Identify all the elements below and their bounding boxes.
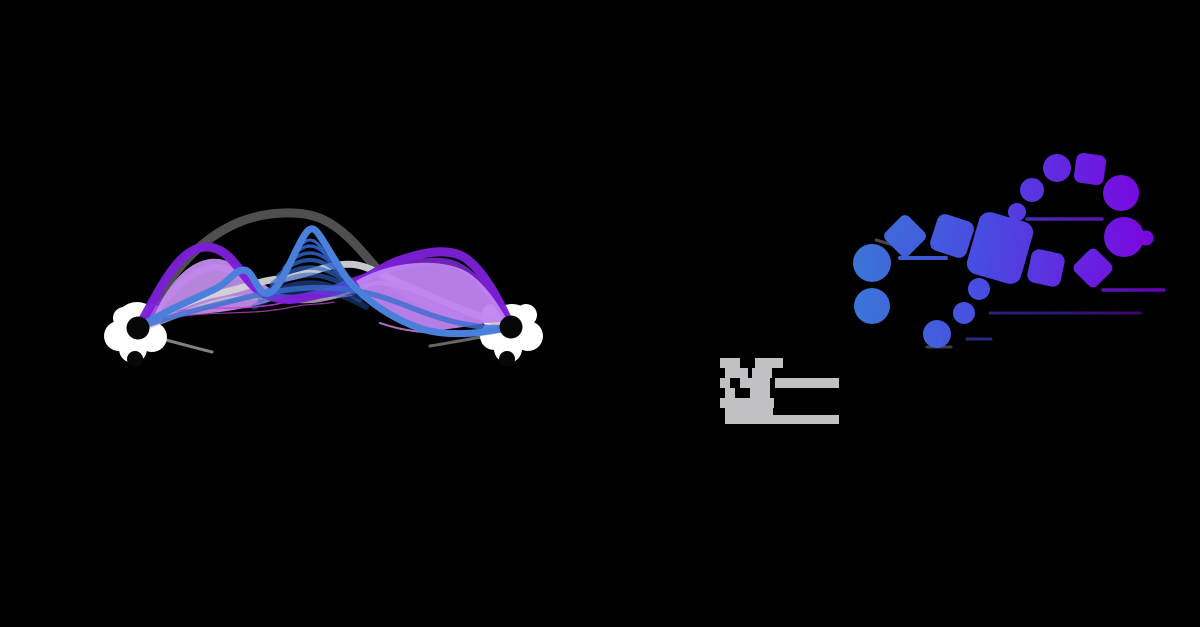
wave-path-peak-arc-7: [251, 287, 369, 310]
pixel-block-4: [720, 378, 730, 388]
spiral-circle-7: [1043, 154, 1071, 182]
wave-path-magenta-squiggle-2: [171, 301, 335, 319]
endpoint-sub-dot-0: [127, 351, 143, 367]
pixel-block-5: [740, 378, 770, 388]
endpoint-node-dot-0: [126, 316, 150, 340]
shape-spiral-graphic: [853, 152, 1166, 349]
endpoint-node-dot-1: [499, 315, 523, 339]
endpoint-sub-dot-1: [499, 351, 515, 367]
pixel-block-7: [725, 388, 735, 398]
wave-path-blue-secondary: [135, 284, 514, 331]
spiral-circle-0: [853, 244, 891, 282]
spiral-circle-11: [1138, 230, 1154, 246]
spiral-circle-10: [1104, 217, 1144, 257]
spiral-circle-1: [854, 288, 890, 324]
spiral-square-3: [930, 214, 974, 258]
spiral-square-8: [1073, 152, 1107, 186]
spiral-circle-6: [1020, 178, 1044, 202]
spiral-square-13: [1027, 249, 1065, 287]
pixel-block-9: [720, 398, 774, 408]
spiral-diamond-2: [884, 215, 926, 257]
spiral-circle-5: [1008, 203, 1026, 221]
wave-path-white-streak-left: [148, 334, 214, 354]
wave-path-white-streak-right: [428, 332, 502, 348]
pixel-block-6: [775, 378, 839, 388]
spiral-circle-9: [1103, 175, 1139, 211]
pixel-block-3: [752, 368, 772, 378]
spiral-circle-15: [953, 302, 975, 324]
wave-path-blue-main: [134, 225, 515, 338]
pixel-block-11: [725, 415, 839, 424]
pixel-block-8: [750, 388, 770, 398]
spiral-circle-14: [968, 278, 990, 300]
spiral-diamond-12: [1073, 248, 1113, 288]
spiral-square-4: [966, 212, 1034, 284]
wave-path-purple-main: [133, 242, 516, 333]
chaos-paths-graphic: [104, 208, 543, 367]
node-glow-11: [515, 304, 537, 326]
pixel-block-10: [725, 408, 773, 417]
pixel-block-0: [720, 358, 740, 368]
pixel-block-1: [755, 358, 783, 368]
spiral-circle-16: [923, 320, 951, 348]
pixel-x-glyph: [720, 358, 839, 424]
pixel-block-2: [725, 368, 748, 378]
